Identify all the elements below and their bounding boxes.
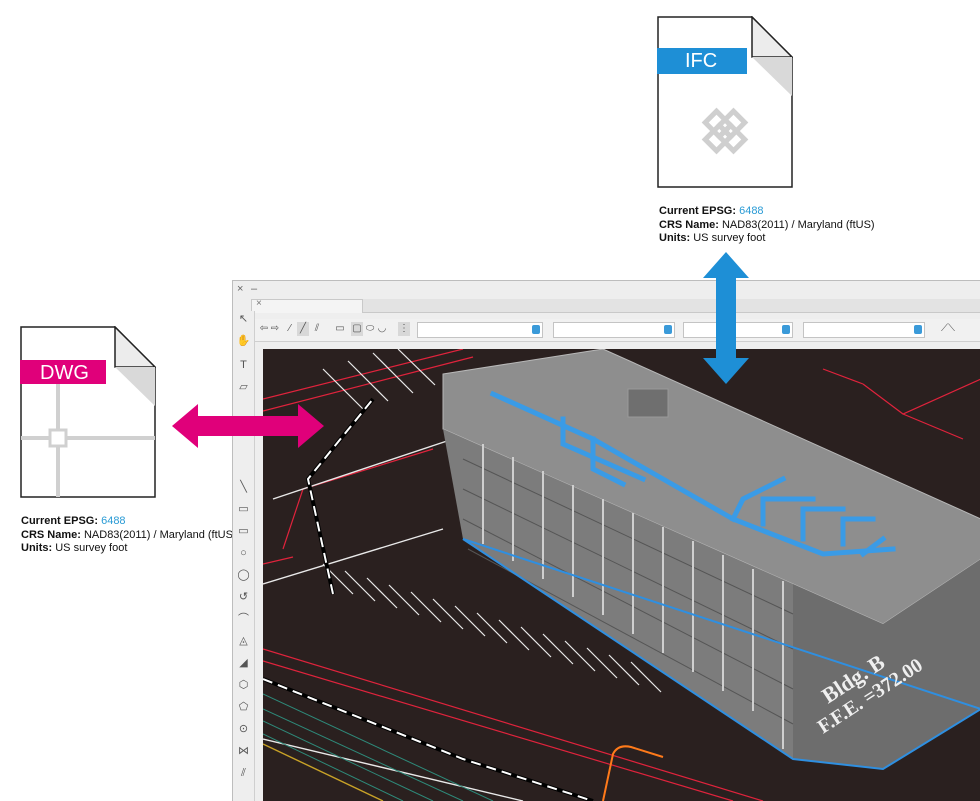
color-select[interactable] — [683, 322, 793, 338]
arc-icon[interactable]: ◡ — [377, 323, 387, 334]
select-tool[interactable]: ↖ — [238, 313, 249, 325]
ifc-units-label: Units: — [659, 232, 691, 244]
back-arrow-icon[interactable]: ⇦ — [259, 323, 269, 334]
chevron-down-icon — [914, 325, 922, 334]
dwg-file-icon: DWG — [20, 325, 157, 498]
ifc-info-block: Current EPSG: 6488 CRS Name: NAD83(2011)… — [659, 205, 875, 246]
lineweight-select[interactable] — [803, 322, 925, 338]
ifc-crs-label: CRS Name: — [659, 218, 719, 231]
dwg-units-value: US survey foot — [55, 542, 128, 554]
curve-edit-icon[interactable]: ⟋⟍ — [941, 323, 955, 334]
pentagon-tool[interactable]: ⬠ — [238, 701, 249, 713]
tab-close-button[interactable]: × — [256, 298, 262, 309]
dwg-sync-arrow-icon — [172, 404, 324, 448]
ifc-file-label: IFC — [685, 50, 718, 72]
dwg-info-block: Current EPSG: 6488 CRS Name: NAD83(2011)… — [21, 515, 237, 556]
dwg-crs-label: CRS Name: — [21, 528, 81, 541]
ifc-file-icon: IFC — [657, 15, 794, 188]
pan-tool[interactable]: ✋ — [236, 335, 251, 347]
ifc-epsg-value: 6488 — [739, 205, 764, 217]
left-toolbar: ↖ ✋ T ▱ ╲ ▭ ▭ ○ ◯ ↺ ⌒ ◬ ◢ ⬡ ⬠ ⊙ ⋈ ⫽ — [233, 311, 255, 801]
drawing-canvas[interactable]: Bldg. B F.F.E. =372.00 — [262, 348, 980, 801]
ifc-units-value: US survey foot — [693, 232, 766, 244]
line-icon[interactable]: ╱ — [297, 322, 309, 336]
rect2-tool[interactable]: ▭ — [238, 525, 249, 537]
document-tab-strip: × — [251, 298, 980, 313]
ifc-sync-arrow-icon — [703, 252, 749, 384]
double-line-icon[interactable]: ⫽ — [314, 323, 320, 334]
ifc-crs-value: NAD83(2011) / Maryland (ftUS) — [721, 218, 875, 231]
square-icon[interactable]: ▢ — [351, 322, 363, 336]
curve-tool[interactable]: ⌒ — [238, 613, 249, 625]
top-toolbar: ⇦ ⇨ ⁄ ╱ ⫽ ▭ ▢ ⬭ ◡ ⋮ ⟋⟍ — [255, 319, 980, 342]
circle-tool[interactable]: ○ — [240, 547, 247, 559]
rect-tool[interactable]: ▭ — [238, 503, 249, 515]
line-tool[interactable]: ╲ — [240, 481, 247, 493]
dwg-epsg-label: Current EPSG: — [21, 515, 99, 527]
app-window: × – × ↖ ✋ T ▱ ╲ ▭ ▭ ○ ◯ ↺ ⌒ ◬ ◢ ⬡ ⬠ ⊙ ⋈ … — [232, 280, 980, 801]
hexagon-tool[interactable]: ⬡ — [238, 679, 249, 691]
ellipse-tool[interactable]: ◯ — [237, 569, 250, 581]
ifc-epsg-label: Current EPSG: — [659, 205, 737, 217]
forward-arrow-icon[interactable]: ⇨ — [270, 323, 280, 334]
window-minimize-button[interactable]: – — [251, 283, 258, 295]
document-tab[interactable]: × — [251, 298, 363, 313]
style-select[interactable] — [553, 322, 675, 338]
arc-tool[interactable]: ↺ — [238, 591, 249, 603]
box-icon[interactable]: ▭ — [335, 323, 345, 334]
skew-tool[interactable]: ▱ — [239, 381, 248, 393]
chevron-down-icon — [782, 325, 790, 334]
oval-icon[interactable]: ⬭ — [365, 323, 375, 334]
pen-icon[interactable]: ⁄ — [289, 323, 291, 334]
building-model: Bldg. B F.F.E. =372.00 — [442, 348, 980, 771]
more-options-icon[interactable]: ⋮ — [398, 322, 410, 336]
dwg-units-label: Units: — [21, 542, 53, 554]
window-close-button[interactable]: × — [237, 283, 244, 295]
site-plan-drawing: Bldg. B F.F.E. =372.00 — [262, 348, 980, 801]
dwg-epsg-value: 6488 — [101, 515, 126, 527]
fill-tool[interactable]: ◢ — [239, 657, 248, 669]
polygon-tool[interactable]: ◬ — [239, 635, 248, 647]
mirror-tool[interactable]: ⋈ — [238, 745, 249, 757]
target-tool[interactable]: ⊙ — [238, 723, 249, 735]
dwg-file-label: DWG — [40, 362, 89, 384]
layer-select[interactable] — [417, 322, 543, 338]
hatch-tool[interactable]: ⫽ — [241, 767, 246, 779]
text-tool[interactable]: T — [240, 359, 247, 371]
chevron-down-icon — [532, 325, 540, 334]
dwg-crs-value: NAD83(2011) / Maryland (ftUS) — [83, 528, 237, 541]
chevron-down-icon — [664, 325, 672, 334]
